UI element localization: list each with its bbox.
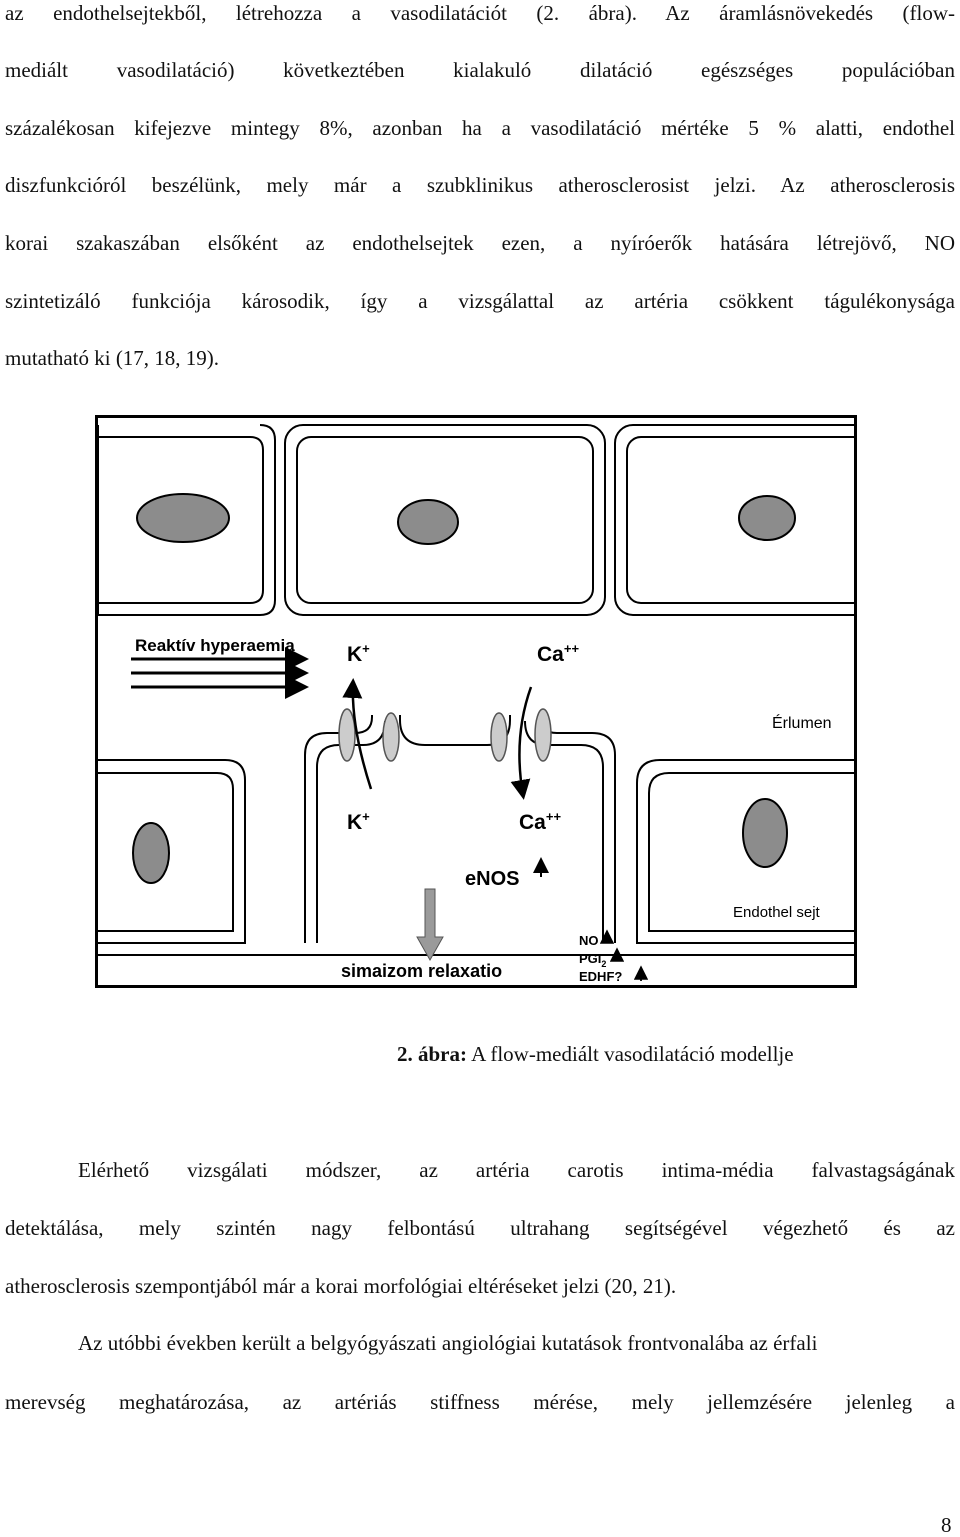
- cell-nucleus: [738, 495, 796, 541]
- no-label: NO: [579, 933, 599, 948]
- lumen-label: Érlumen: [772, 713, 832, 732]
- caption-label: 2. ábra:: [397, 1042, 467, 1066]
- cell-nucleus: [742, 798, 788, 868]
- ca-ion-top-label: Ca++: [537, 641, 579, 666]
- cell-nucleus: [136, 493, 230, 543]
- ion-channel: [490, 712, 508, 762]
- figure-flow-mediated-dilation: Reaktív hyperaemia K+ Ca++ Érlumen K+ Ca…: [95, 415, 857, 988]
- paragraph-1-line-5: korai szakaszában elsőként az endothelse…: [5, 231, 955, 255]
- figure-caption: 2. ábra: A flow-mediált vasodilatáció mo…: [397, 1041, 794, 1067]
- k-ion-bottom-label: K+: [347, 809, 370, 834]
- top-cell-row: [97, 424, 857, 616]
- ca-influx-arrow: [510, 686, 533, 800]
- k-ion-top-label: K+: [347, 641, 370, 666]
- relaxation-arrow: [416, 888, 444, 962]
- paragraph-2-line-3: atherosclerosis szempontjából már a kora…: [5, 1274, 677, 1298]
- paragraph-1-line-1: az endothelsejtekből, létrehozza a vasod…: [5, 1, 955, 25]
- ca-ion-bottom-label: Ca++: [519, 809, 561, 834]
- paragraph-1-line-2: mediált vasodilatáció) következtében kia…: [5, 58, 955, 82]
- paragraph-1-line-7: mutatható ki (17, 18, 19).: [5, 346, 220, 370]
- k-efflux-arrow: [342, 678, 373, 790]
- smooth-muscle-relaxation-label: simaizom relaxatio: [341, 961, 502, 981]
- paragraph-2-line-2: detektálása, mely szintén nagy felbontás…: [5, 1216, 955, 1240]
- edhf-label: EDHF?: [579, 969, 622, 984]
- pgi2-label: PGI2: [579, 951, 606, 969]
- paragraph-1-line-4: diszfunkcióról beszélünk, mely már a szu…: [5, 173, 955, 197]
- ion-channel: [338, 708, 356, 762]
- flow-arrows: [131, 647, 309, 699]
- page-number: 8: [941, 1513, 952, 1537]
- paragraph-2-line-1: Elérhető vizsgálati módszer, az artéria …: [78, 1158, 955, 1182]
- endothel-cell-label: Endothel sejt: [733, 904, 821, 921]
- cell-nucleus: [397, 499, 459, 545]
- paragraph-3-line-1: Az utóbbi években került a belgyógyászat…: [78, 1331, 818, 1355]
- ion-channel: [534, 708, 552, 762]
- paragraph-1-line-3: százalékosan kifejezve mintegy 8%, azonb…: [5, 116, 955, 140]
- ion-channel: [382, 712, 400, 762]
- paragraph-1-line-6: szintetizáló funkciója károsodik, így a …: [5, 289, 955, 313]
- enos-label: eNOS: [465, 868, 519, 890]
- bottom-cell-row: [98, 715, 855, 956]
- caption-text: A flow-mediált vasodilatáció modellje: [467, 1042, 794, 1066]
- reactive-hyperaemia-label: Reaktív hyperaemia: [135, 636, 295, 655]
- paragraph-3-line-2: merevség meghatározása, az artériás stif…: [5, 1390, 955, 1414]
- cell-nucleus: [132, 822, 170, 884]
